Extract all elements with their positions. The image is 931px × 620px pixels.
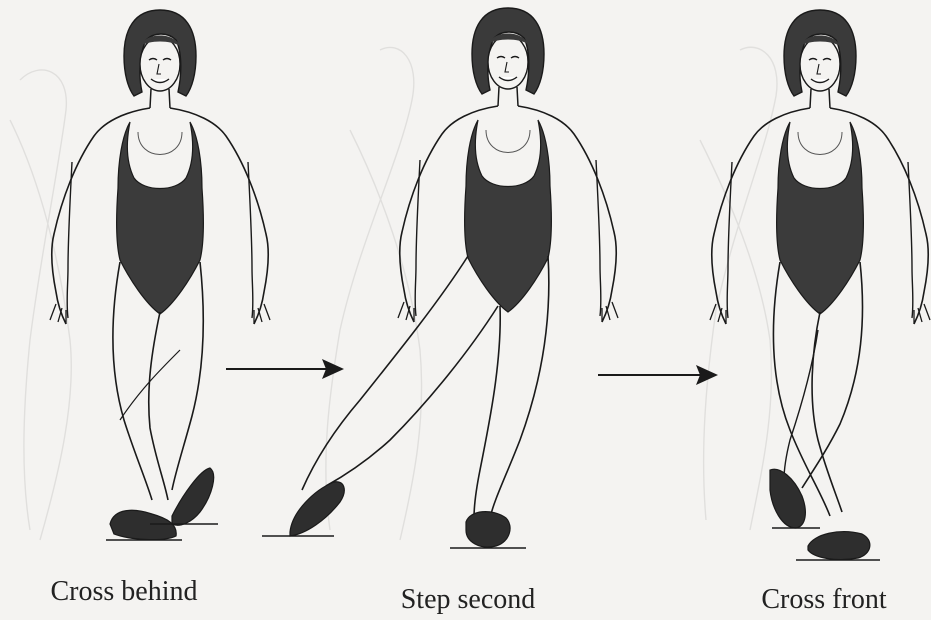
caption-cross-behind: Cross behind — [51, 576, 198, 608]
right-arrow-icon — [598, 365, 718, 385]
ghost-figures — [10, 47, 777, 540]
dancer-step-second — [262, 8, 618, 548]
caption-step-second: Step second — [401, 584, 536, 616]
caption-cross-front: Cross front — [761, 584, 886, 616]
dancer-cross-front — [710, 10, 930, 560]
dancer-cross-behind — [50, 10, 270, 540]
right-arrow-icon — [226, 359, 344, 379]
